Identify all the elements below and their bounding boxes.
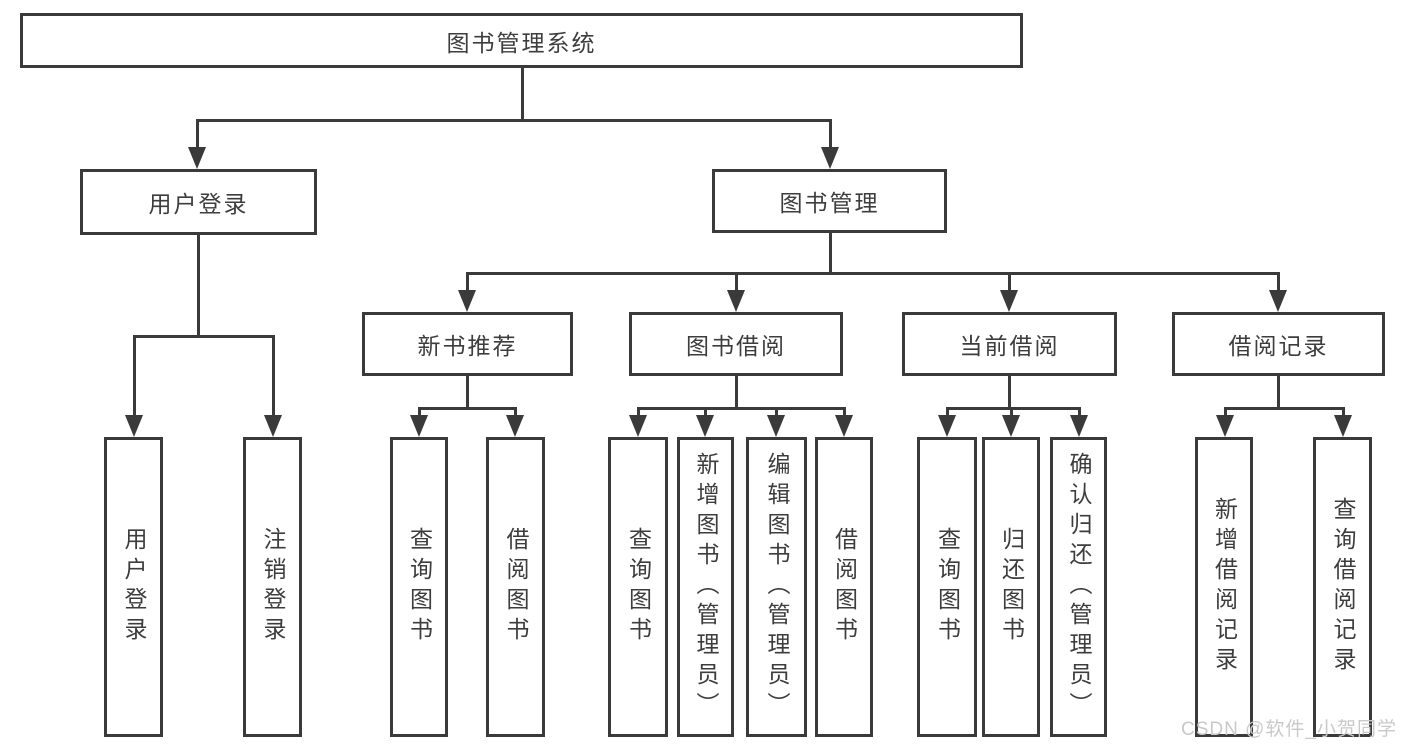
connector-drop [1008,272,1011,290]
arrowhead-icon [696,415,714,437]
leaf-logout-label: 注销登录 [260,527,286,647]
leaf-add-borrow-record: 新增借阅记录 [1195,437,1253,737]
connector-drop [466,272,469,290]
connector-drop [1342,407,1345,415]
connector-drop [514,407,517,415]
arrowhead-icon [1000,290,1018,312]
node-borrowing-records: 借阅记录 [1172,312,1385,376]
arrowhead-icon [767,415,785,437]
leaf-search-books-recommend: 查询图书 [390,437,448,737]
arrowhead-icon [410,415,428,437]
connector-stem [1277,376,1280,407]
arrowhead-icon [938,415,956,437]
node-new-book-recommendation: 新书推荐 [362,312,573,376]
connector-drop [133,335,136,415]
connector-drop [1078,407,1081,415]
arrowhead-icon [264,415,282,437]
connector-drop [196,119,199,147]
leaf-user-login: 用户登录 [104,437,163,737]
leaf-add-books-admin-label: 新增图书（管理员） [693,452,719,722]
arrowhead-icon [629,415,647,437]
connector-bar [946,407,1080,410]
connector-drop [418,407,421,415]
arrowhead-icon [1334,415,1352,437]
connector-bar [133,335,274,338]
node-library-management-system: 图书管理系统 [20,13,1023,68]
connector-stem [829,233,832,272]
connector-stem [521,68,524,119]
leaf-add-borrow-record-label: 新增借阅记录 [1211,497,1238,677]
leaf-search-books-borrowing-label: 查询图书 [625,527,652,647]
connector-drop [1224,407,1227,415]
connector-bar [1224,407,1344,410]
connector-drop [704,407,707,415]
leaf-borrow-books: 借阅图书 [815,437,873,737]
arrowhead-icon [188,147,206,169]
connector-drop [1010,407,1013,415]
leaf-search-borrow-record: 查询借阅记录 [1313,437,1372,737]
arrowhead-icon [821,147,839,169]
leaf-user-login-label: 用户登录 [121,527,147,647]
node-user-login-module: 用户登录 [80,169,317,235]
arrowhead-icon [125,415,143,437]
arrowhead-icon [506,415,524,437]
connector-drop [272,335,275,415]
arrowhead-icon [835,415,853,437]
leaf-return-books-label: 归还图书 [998,527,1025,647]
leaf-search-books-current: 查询图书 [917,437,977,737]
connector-stem [735,376,738,407]
leaf-edit-books-admin-label: 编辑图书（管理员） [764,452,790,722]
node-book-management-module: 图书管理 [712,169,947,233]
leaf-confirm-return-admin-label: 确认归还（管理员） [1066,452,1092,722]
connector-drop [946,407,949,415]
arrowhead-icon [458,290,476,312]
arrowhead-icon [1269,290,1287,312]
arrowhead-icon [1216,415,1234,437]
connector-bar [196,119,831,122]
csdn-watermark: CSDN @软件_小贺同学 [1181,719,1397,740]
connector-bar [466,272,1279,275]
arrowhead-icon [1002,415,1020,437]
node-current-borrowing: 当前借阅 [902,312,1117,376]
connector-bar [637,407,845,410]
leaf-search-borrow-record-label: 查询借阅记录 [1330,497,1356,677]
leaf-search-books-recommend-label: 查询图书 [406,527,433,647]
node-book-borrowing: 图书借阅 [629,312,843,376]
leaf-edit-books-admin: 编辑图书（管理员） [746,437,807,737]
leaf-add-books-admin: 新增图书（管理员） [677,437,734,737]
leaf-search-books-current-label: 查询图书 [934,527,961,647]
connector-stem [1008,376,1011,407]
connector-drop [843,407,846,415]
leaf-search-books-borrowing: 查询图书 [608,437,668,737]
leaf-borrow-books-recommend: 借阅图书 [486,437,545,737]
leaf-logout: 注销登录 [243,437,302,737]
connector-drop [775,407,778,415]
leaf-borrow-books-recommend-label: 借阅图书 [503,527,529,647]
leaf-borrow-books-label: 借阅图书 [831,527,858,647]
connector-stem [466,376,469,407]
connector-drop [735,272,738,290]
leaf-return-books: 归还图书 [982,437,1040,737]
arrowhead-icon [1070,415,1088,437]
connector-drop [637,407,640,415]
connector-bar [418,407,516,410]
leaf-confirm-return-admin: 确认归还（管理员） [1050,437,1107,737]
connector-drop [1277,272,1280,290]
connector-stem [197,235,200,335]
connector-drop [829,119,832,147]
arrowhead-icon [727,290,745,312]
